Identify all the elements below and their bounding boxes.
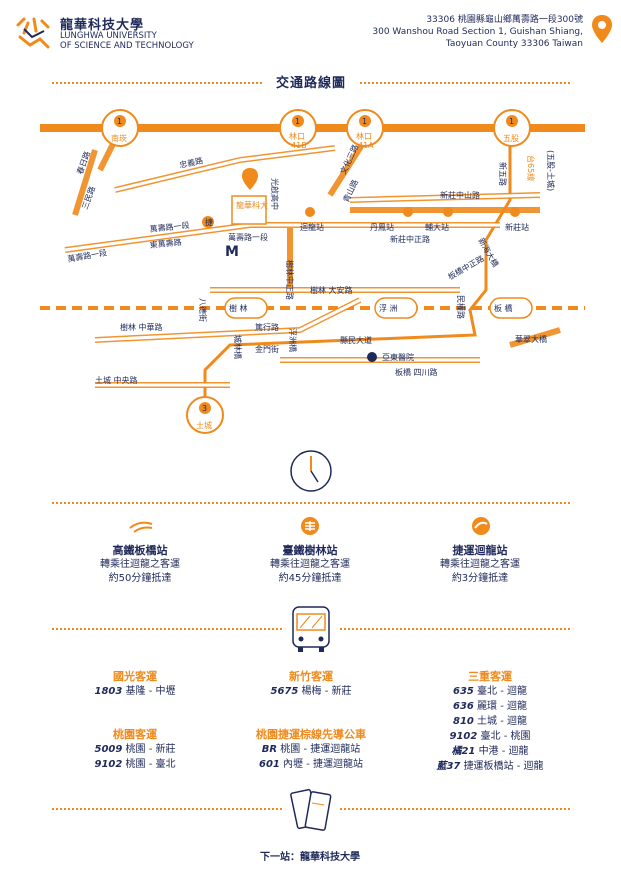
road-label: 新莊中正路	[390, 234, 430, 244]
road-label: 浮洲橋	[288, 328, 298, 352]
station-wugu: 五股	[503, 134, 519, 143]
footer-next-stop: 下一站：龍華科技大學	[260, 852, 360, 863]
mcdonalds-icon: M	[225, 244, 239, 260]
bus-route: 1803 基隆 - 中壢	[94, 686, 176, 697]
road-label: 輔大站	[425, 222, 449, 232]
road-label: 文化三路	[338, 143, 361, 176]
station-hsr: 高鐵板橋站 轉乘往迴龍之客運 約50分鐘抵達	[100, 544, 180, 584]
divider	[52, 628, 282, 630]
rail-station-fuzhou: 浮 洲	[379, 303, 398, 313]
road-label: 板橋中正路	[446, 253, 486, 282]
school-pin-icon	[242, 168, 258, 190]
hsr-icon	[129, 521, 153, 533]
road-label: 八德街	[198, 298, 208, 322]
road-label: 板橋 四川路	[395, 367, 438, 377]
station-num: 1	[295, 117, 300, 126]
road-label: 金門街	[255, 344, 279, 354]
bus-company-sanchong: 三重客運 635 臺北 - 迴龍 636 麗環 - 迴龍 810 土城 - 迴龍…	[410, 668, 570, 774]
road-label: (五股-土城)	[546, 150, 556, 191]
road-label: 新莊中山路	[440, 190, 480, 200]
divider	[340, 628, 570, 630]
station-metro: 捷運迴龍站 轉乘往迴龍之客運 約3分鐘抵達	[440, 544, 520, 584]
rail-station-banqiao: 板 橋	[494, 303, 513, 313]
station-num: 1	[362, 117, 367, 126]
hospital-label: 亞東醫院	[382, 352, 414, 362]
station-num: 3	[202, 404, 207, 413]
logo-icon	[16, 17, 50, 49]
bus-company-hsinchu: 新竹客運 5675 楊梅 - 新莊	[236, 668, 386, 699]
bus-route: 5675 楊梅 - 新莊	[270, 686, 352, 697]
road-label: 縣民大道	[340, 335, 372, 345]
road-label: 華翠大橋	[515, 334, 547, 344]
road-label: 光啟高中	[270, 178, 280, 210]
bus-route: 藍37 捷運板橋站 - 迴龍	[436, 761, 544, 772]
school-box: 龍華科大	[236, 200, 268, 210]
location-pin-icon	[592, 15, 612, 43]
school-name-en: LUNGHWA UNIVERSITY OF SCIENCE AND TECHNO…	[60, 31, 194, 51]
road-label: 丹鳳站	[370, 222, 394, 232]
road-label: 土城 中央路	[95, 375, 138, 385]
road-label: 萬壽路一段	[149, 220, 190, 234]
station-linkou-41b: 林口	[289, 131, 305, 141]
divider	[340, 808, 570, 810]
station-code: 41B	[291, 141, 307, 150]
divider	[360, 82, 570, 84]
road-label: 東萬壽路	[149, 237, 182, 250]
bus-route: BR 桃園 - 捷運迴龍站	[261, 744, 361, 755]
station-tucheng: 土城	[196, 420, 212, 430]
metro-icon	[472, 517, 490, 535]
road-label: 樹林中正路	[285, 260, 295, 300]
rail-station-shulin: 樹 林	[229, 303, 248, 313]
road-label: 城林橋	[233, 335, 243, 359]
clock-icon	[290, 450, 332, 492]
road-label: 樹林 中華路	[120, 322, 163, 332]
road-label: 民權路	[456, 295, 466, 319]
road-label: 忠義路	[178, 155, 204, 170]
bus-route: 636 麗環 - 迴龍	[452, 701, 528, 712]
road-label: 新莊站	[505, 222, 529, 232]
ticket-icon	[290, 788, 332, 831]
bus-route: 5009 桃園 - 新莊	[94, 744, 176, 755]
station-num: 1	[117, 117, 122, 126]
bus-route: 9102 臺北 - 桃園	[449, 731, 531, 742]
address: 33306 桃園縣龜山鄉萬壽路一段300號 300 Wanshou Road S…	[372, 15, 583, 49]
bus-company-mrt-shuttle: 桃園捷運棕線先導公車 BR 桃園 - 捷運迴龍站 601 內壢 - 捷運迴龍站	[226, 726, 396, 772]
map-title: 交通路線圖	[275, 76, 346, 91]
divider	[52, 502, 570, 504]
metro-badge: 捷	[205, 217, 213, 227]
bus-company-guoguang: 國光客運 1803 基隆 - 中壢	[60, 668, 210, 699]
bus-route: 橘21 中港 - 迴龍	[451, 746, 529, 757]
road-label: 篤行路	[255, 322, 279, 332]
divider	[52, 82, 262, 84]
station-nankan: 南崁	[111, 133, 127, 143]
divider	[52, 808, 282, 810]
road-label: 新五路	[498, 162, 508, 186]
station-tra: 臺鐵樹林站 轉乘往迴龍之客運 約45分鐘抵達	[270, 544, 350, 584]
bus-route: 810 土城 - 迴龍	[452, 716, 528, 727]
station-num: 1	[509, 117, 514, 126]
station-code: 41A	[358, 141, 374, 150]
bus-route: 9102 桃園 - 臺北	[94, 759, 176, 770]
station-linkou-41a: 林口	[356, 131, 372, 141]
route-map: 1 1 1 1 3 南崁 林口 41B 林口 41A 五股 土城 龍華科大 M …	[40, 109, 585, 434]
road-label: 樹林 大安路	[310, 285, 353, 295]
bus-icon	[292, 606, 330, 652]
road-label: 台65線	[526, 155, 536, 181]
bus-route: 601 內壢 - 捷運迴龍站	[258, 759, 364, 770]
bus-route: 635 臺北 - 迴龍	[452, 686, 528, 697]
tra-icon	[301, 517, 319, 535]
school-name-cn: 龍華科技大學	[60, 18, 145, 33]
bus-company-taoyuan: 桃園客運 5009 桃園 - 新莊 9102 桃園 - 臺北	[60, 726, 210, 772]
road-label: 迴龍站	[300, 222, 324, 232]
road-label: 萬壽路一段	[228, 232, 268, 242]
